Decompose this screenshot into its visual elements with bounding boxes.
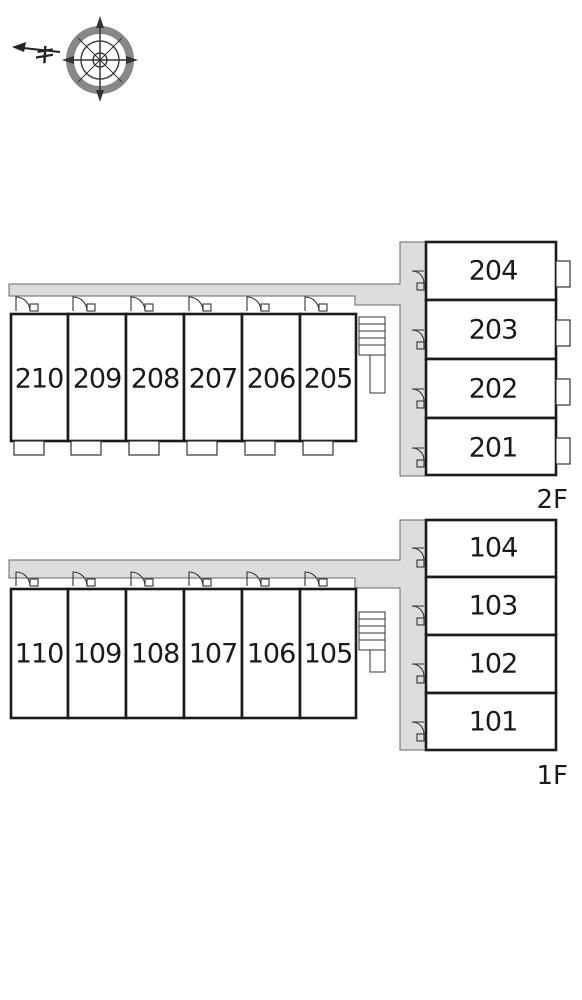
unit-2f-col-1[interactable]: 203 <box>424 298 558 361</box>
balconies-2f <box>13 440 334 456</box>
doors-2f-row <box>15 296 328 312</box>
corridor-2f <box>8 241 427 477</box>
unit-number: 209 <box>73 364 122 395</box>
unit-number: 103 <box>469 591 518 622</box>
balconies-2f-col <box>555 260 571 465</box>
floor-1f: 110 109 108 107 106 105 <box>8 518 569 791</box>
compass-rose-icon <box>62 16 138 102</box>
unit-1f-col-1[interactable]: 103 <box>424 575 558 637</box>
unit-1f-row-0[interactable]: 110 <box>9 587 70 720</box>
unit-1f-row-4[interactable]: 106 <box>240 587 302 720</box>
unit-number: 105 <box>304 639 353 670</box>
unit-2f-row-0[interactable]: 210 <box>9 312 70 443</box>
compass-glyph: キ <box>33 43 54 67</box>
stair-2f <box>358 316 386 394</box>
unit-2f-row-1[interactable]: 209 <box>66 312 128 443</box>
unit-1f-row-1[interactable]: 109 <box>66 587 128 720</box>
unit-number: 202 <box>469 374 518 405</box>
unit-number: 109 <box>73 639 122 670</box>
stair-1f <box>358 611 386 673</box>
unit-2f-col-0[interactable]: 204 <box>424 240 558 302</box>
unit-number: 102 <box>469 649 518 680</box>
unit-2f-row-4[interactable]: 206 <box>240 312 302 443</box>
unit-2f-row-2[interactable]: 208 <box>124 312 186 443</box>
unit-2f-row-5[interactable]: 205 <box>298 312 358 443</box>
unit-2f-row-3[interactable]: 207 <box>182 312 244 443</box>
corridor-1f <box>8 519 427 751</box>
floor-label: 1F <box>537 761 569 791</box>
doors-1f-col <box>411 547 425 742</box>
unit-number: 106 <box>247 639 296 670</box>
unit-number: 206 <box>247 364 296 395</box>
doors-2f-col <box>411 270 425 468</box>
unit-2f-col-2[interactable]: 202 <box>424 357 558 420</box>
unit-1f-col-3[interactable]: 101 <box>424 691 558 752</box>
unit-1f-col-2[interactable]: 102 <box>424 633 558 695</box>
unit-number: 210 <box>15 364 64 395</box>
floor-label: 2F <box>537 485 569 515</box>
unit-1f-row-3[interactable]: 107 <box>182 587 244 720</box>
unit-number: 201 <box>469 433 518 464</box>
unit-number: 107 <box>189 639 238 670</box>
unit-number: 104 <box>469 533 518 564</box>
floor-2f: 210 209 208 207 206 205 <box>8 240 571 515</box>
compass: キ <box>12 16 138 102</box>
unit-number: 205 <box>304 364 353 395</box>
unit-number: 207 <box>189 364 238 395</box>
unit-number: 110 <box>15 639 64 670</box>
unit-number: 101 <box>469 707 518 738</box>
doors-1f-row <box>15 571 328 587</box>
unit-number: 203 <box>469 315 518 346</box>
unit-number: 204 <box>469 256 518 287</box>
unit-2f-col-3[interactable]: 201 <box>424 416 558 477</box>
north-arrow-icon <box>12 42 61 53</box>
unit-1f-row-5[interactable]: 105 <box>298 587 358 720</box>
unit-1f-col-0[interactable]: 104 <box>424 518 558 579</box>
unit-number: 208 <box>131 364 180 395</box>
unit-1f-row-2[interactable]: 108 <box>124 587 186 720</box>
unit-number: 108 <box>131 639 180 670</box>
